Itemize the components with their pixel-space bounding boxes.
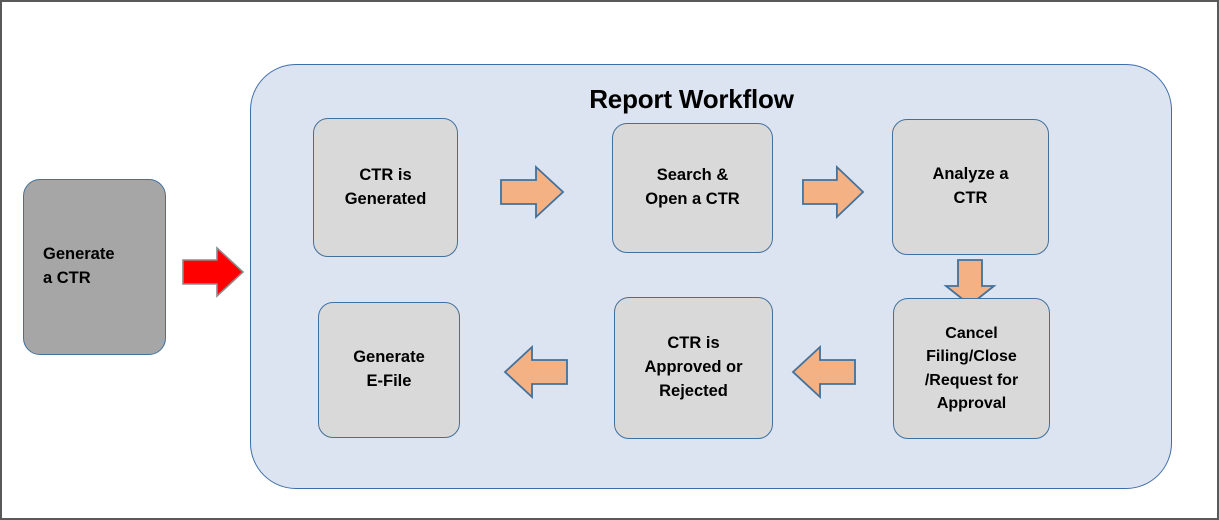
node-analyze-a-ctr[interactable]: Analyze a CTR <box>892 119 1049 255</box>
node-ctr-is-generated[interactable]: CTR is Generated <box>313 118 458 257</box>
node-generate-e-file[interactable]: Generate E-File <box>318 302 460 438</box>
node-label: Cancel Filing/Close /Request for Approva… <box>924 325 1019 412</box>
node-label: Search & Open a CTR <box>645 166 740 208</box>
node-search-and-open-a-ctr[interactable]: Search & Open a CTR <box>612 123 773 253</box>
arrow-down-icon-analyze-to-cancel <box>942 258 998 307</box>
node-label: Generate E-File <box>353 348 425 390</box>
node-cancel-filing-close-request-for-approval[interactable]: Cancel Filing/Close /Request for Approva… <box>893 298 1050 439</box>
node-label: Generate a CTR <box>43 245 115 287</box>
arrow-left-icon-approved-to-generate-efile <box>503 344 569 400</box>
workflow-title: Report Workflow <box>589 84 794 114</box>
arrow-right-icon-search-to-analyze <box>801 164 865 220</box>
node-ctr-is-approved-or-rejected[interactable]: CTR is Approved or Rejected <box>614 297 773 439</box>
node-label: Analyze a CTR <box>932 165 1009 207</box>
node-label: CTR is Approved or Rejected <box>644 334 743 400</box>
arrow-left-icon-cancel-to-approved <box>791 344 857 400</box>
arrow-right-icon-start-to-workflow <box>181 245 245 299</box>
arrow-right-icon-generated-to-search <box>499 164 565 220</box>
node-label: CTR is Generated <box>344 165 427 208</box>
node-generate-a-ctr[interactable]: Generate a CTR <box>23 179 166 355</box>
